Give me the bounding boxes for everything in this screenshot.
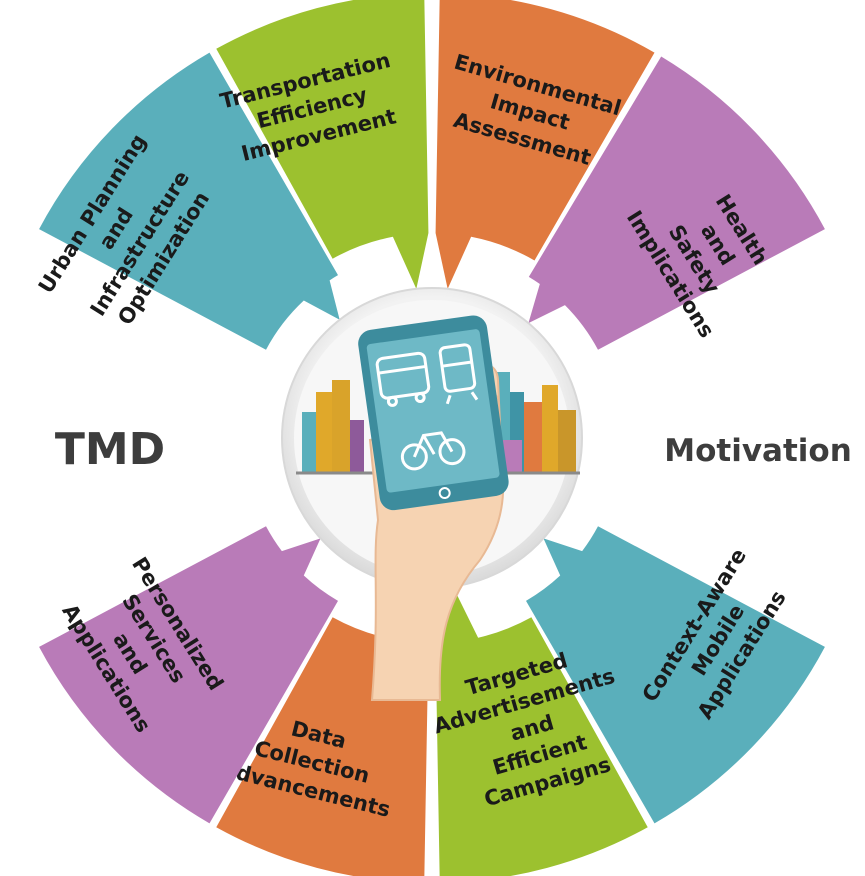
phone-in-hand-icon [358, 315, 509, 511]
segment-health: HealthandSafetyImplications [528, 56, 825, 350]
segments-layer: Urban PlanningandInfrastructureOptimizat… [34, 0, 825, 876]
segment-shape-personalized [39, 526, 339, 824]
bicycle-icon [400, 431, 466, 471]
segment-personalized: PersonalizedServicesandApplications [39, 526, 339, 824]
segment-urban: Urban PlanningandInfrastructureOptimizat… [34, 52, 340, 350]
segment-context: Context-AwareMobileApplications [526, 526, 825, 824]
segment-shape-context [526, 526, 825, 824]
segment-environment: EnvironmentalImpactAssessment [435, 0, 655, 289]
segment-shape-environment [435, 0, 655, 289]
bus-icon [375, 351, 431, 407]
segment-shape-targeted [435, 586, 648, 876]
tmd-label: TMD [55, 424, 165, 475]
segment-shape-health [528, 56, 825, 350]
motivation-label: Motivation [664, 433, 852, 469]
segment-shape-urban [39, 52, 340, 350]
segment-targeted: TargetedAdvertisementsandEfficientCampai… [431, 586, 648, 876]
tram-icon [438, 343, 479, 405]
segment-transport: TransportationEfficiencyImprovement [216, 0, 429, 289]
segment-shape-transport [216, 0, 429, 289]
